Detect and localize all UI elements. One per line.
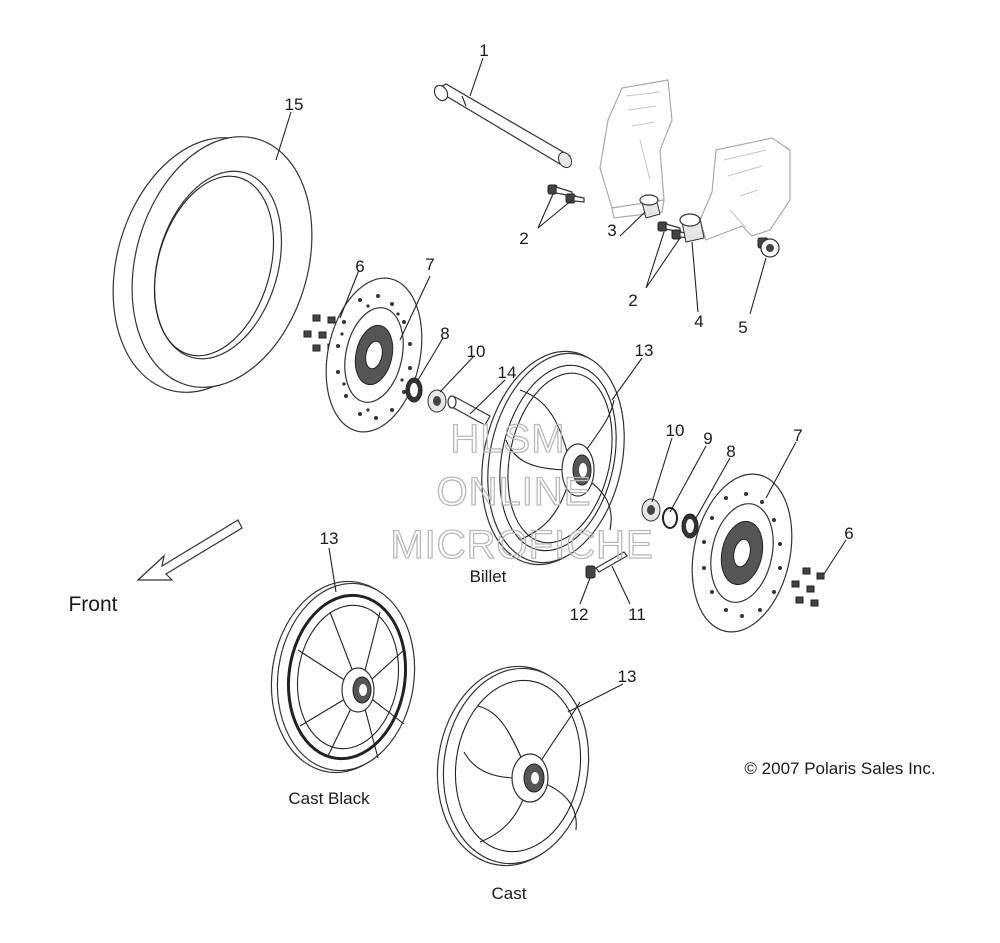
callout-2-lower: 2 xyxy=(628,291,637,310)
wheel-part-13-cast xyxy=(436,665,590,867)
snap-ring-part-9 xyxy=(662,507,678,529)
caption-cast-black: Cast Black xyxy=(288,789,370,808)
pinch-bolts-part-2-upper xyxy=(547,184,585,204)
bearing-part-10-left xyxy=(427,389,447,413)
caption-cast: Cast xyxy=(492,884,527,903)
caption-front: Front xyxy=(68,593,117,616)
watermark-line-1: HLSM xyxy=(450,417,565,461)
axle-part-1 xyxy=(433,83,573,169)
callout-10-left: 10 xyxy=(467,342,486,361)
callout-14: 14 xyxy=(498,363,517,382)
tire-part-15 xyxy=(112,136,313,393)
callout-5: 5 xyxy=(738,318,747,337)
callout-7-left: 7 xyxy=(425,255,434,274)
callout-11: 11 xyxy=(628,605,646,624)
callout-13-cast: 13 xyxy=(618,667,637,686)
callout-2-upper: 2 xyxy=(519,229,528,248)
spacer-part-4 xyxy=(679,213,705,243)
callout-4: 4 xyxy=(694,312,703,331)
brake-rotor-part-7-right xyxy=(691,473,793,633)
valve-cap-part-12 xyxy=(585,565,596,579)
brake-rotor-part-7-left xyxy=(325,277,423,433)
spacer-tube-part-14 xyxy=(447,395,491,426)
leader-lines xyxy=(275,57,847,713)
callout-7-right: 7 xyxy=(793,426,802,445)
callout-8-left: 8 xyxy=(440,324,449,343)
callout-1: 1 xyxy=(479,41,488,60)
callout-13-cast-black: 13 xyxy=(320,529,339,548)
captions: Billet Cast Black Cast Front © 2007 Pola… xyxy=(68,567,935,903)
axle-nut-part-5 xyxy=(757,237,780,258)
callout-6-left: 6 xyxy=(355,257,364,276)
wheel-part-13-cast-black xyxy=(270,580,416,774)
watermark: HLSM ONLINE MICROFICHE xyxy=(390,416,654,567)
callout-12: 12 xyxy=(570,605,589,624)
callout-6-right: 6 xyxy=(844,524,853,543)
callout-10-right: 10 xyxy=(666,421,685,440)
fork-leg-right xyxy=(699,137,791,241)
caption-billet: Billet xyxy=(470,567,507,586)
callout-15: 15 xyxy=(285,95,304,114)
rotor-bolts-part-6-right xyxy=(791,567,825,607)
fork-leg-left xyxy=(599,79,673,219)
bearing-part-10-right xyxy=(641,498,661,522)
watermark-line-3: MICROFICHE xyxy=(390,523,653,567)
callout-3: 3 xyxy=(607,221,616,240)
spacer-part-3 xyxy=(639,194,661,219)
seal-part-8-left xyxy=(405,377,423,403)
watermark-line-2: ONLINE xyxy=(437,470,592,514)
copyright-notice: © 2007 Polaris Sales Inc. xyxy=(744,759,935,778)
front-arrow xyxy=(136,519,243,581)
callout-numbers: 1 2 3 2 4 5 15 6 7 8 10 14 13 10 9 8 7 6… xyxy=(285,41,854,686)
seal-part-8-right xyxy=(681,513,699,539)
valve-stem-part-11 xyxy=(595,551,628,573)
callout-8-right: 8 xyxy=(726,442,735,461)
callout-13-billet: 13 xyxy=(635,341,654,360)
callout-9: 9 xyxy=(703,429,712,448)
wheel-part-13-billet xyxy=(481,350,625,566)
